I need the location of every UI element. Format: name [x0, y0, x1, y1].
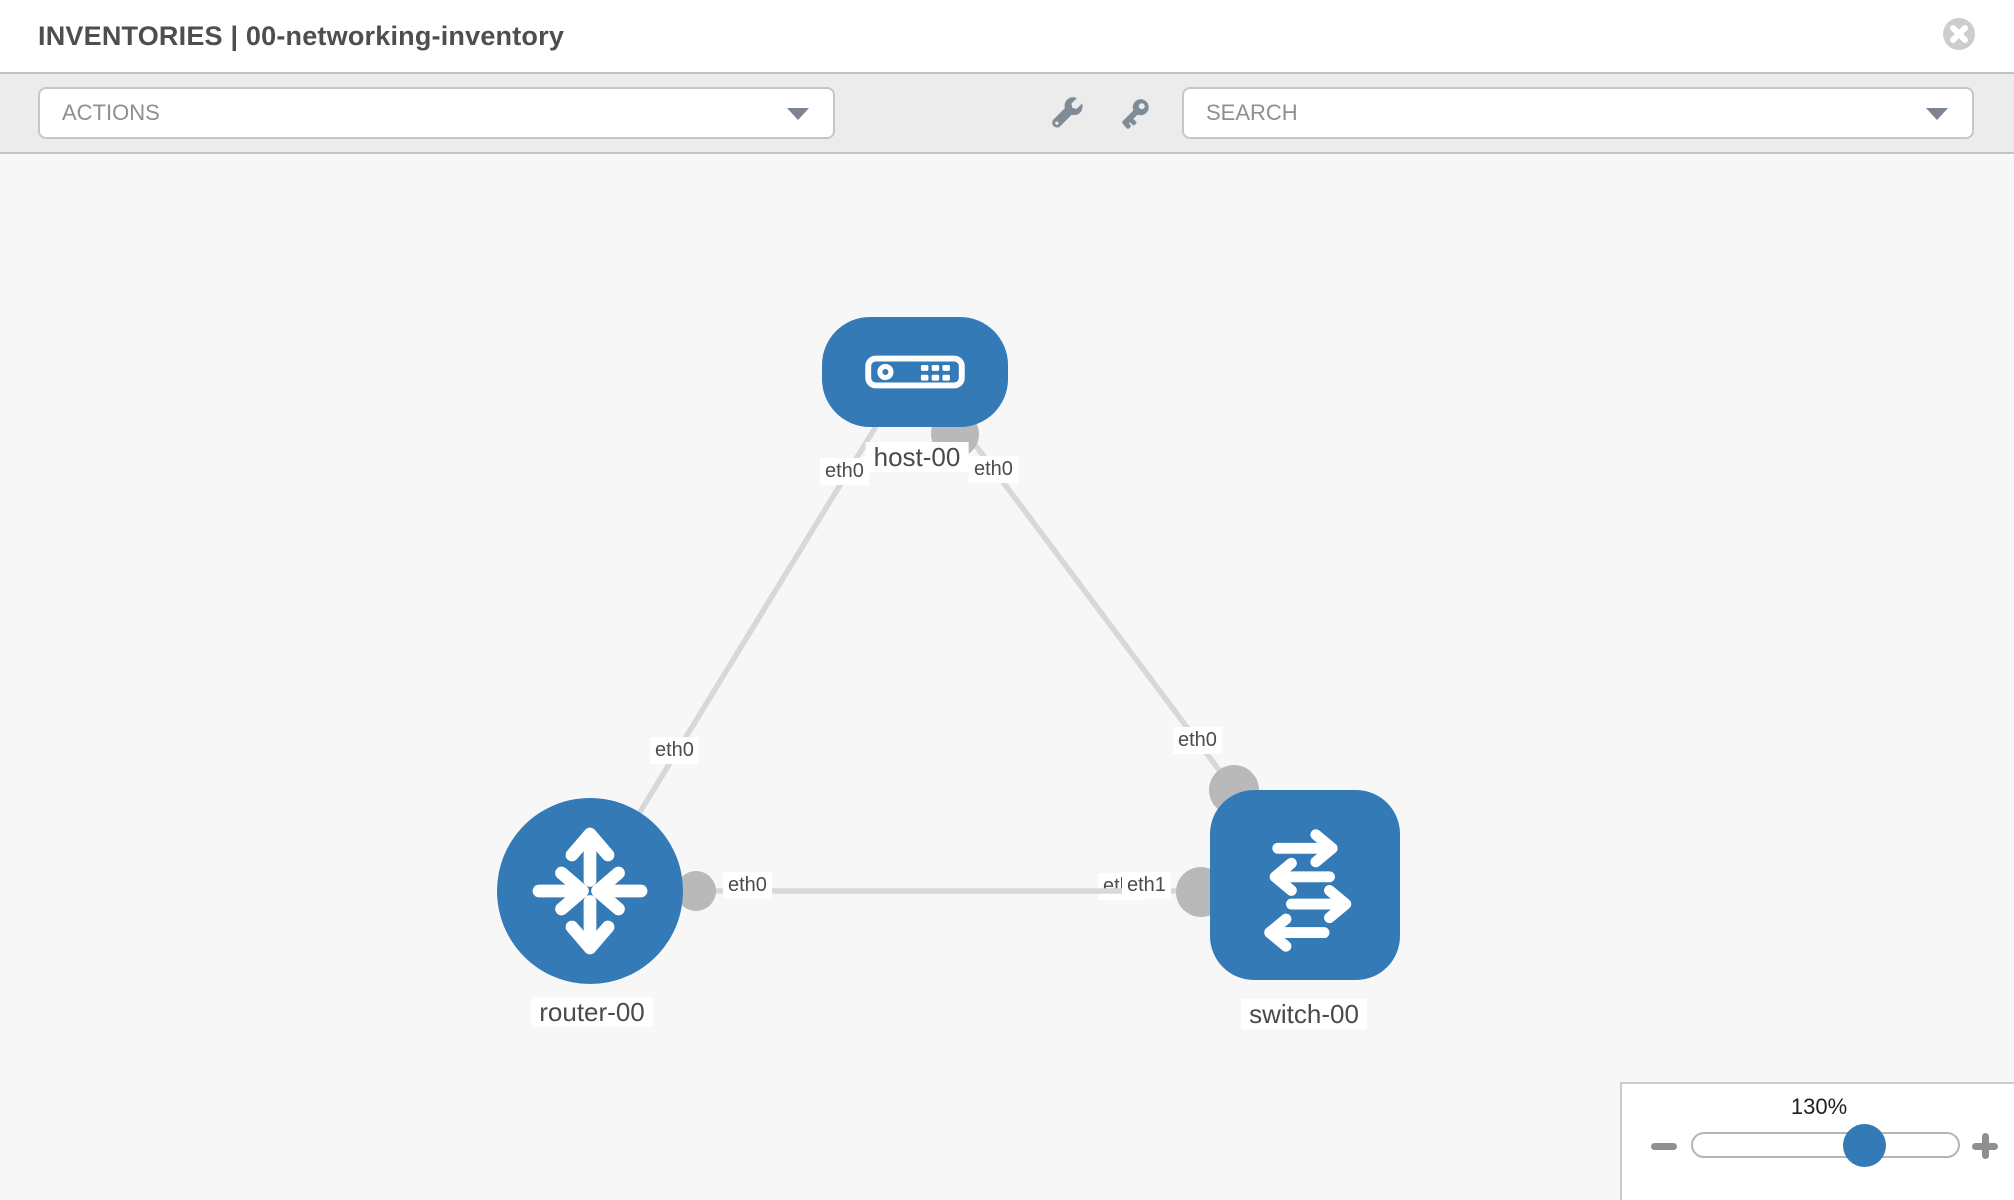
topology-canvas[interactable]: eth0 eth0 eth0 eth0 eth0 eth0 eth1	[0, 154, 2014, 1200]
caret-down-icon	[787, 108, 809, 120]
search-dropdown[interactable]: SEARCH	[1182, 87, 1974, 139]
zoom-in-button[interactable]	[1965, 1126, 2005, 1166]
node-switch-00[interactable]	[1210, 790, 1400, 980]
caret-down-icon	[1926, 108, 1948, 120]
node-label-host: host-00	[865, 442, 969, 472]
header: INVENTORIES | 00-networking-inventory	[0, 0, 2014, 72]
interface-label-router-eth0-a: eth0	[650, 737, 699, 764]
wrench-icon[interactable]	[1048, 96, 1084, 132]
key-icon[interactable]	[1116, 96, 1152, 132]
node-host-00[interactable]	[822, 317, 1008, 427]
zoom-slider-knob[interactable]	[1843, 1124, 1886, 1167]
actions-dropdown[interactable]: ACTIONS	[38, 87, 835, 139]
zoom-out-button[interactable]	[1644, 1126, 1684, 1166]
node-label-switch: switch-00	[1241, 999, 1367, 1029]
switch-arrows-icon	[1264, 829, 1352, 952]
topology-links-layer	[637, 410, 1259, 917]
connector-router-eth0	[676, 871, 716, 911]
host-device-icon	[865, 355, 965, 389]
node-label-router: router-00	[531, 997, 653, 1027]
minus-icon	[1651, 1142, 1677, 1150]
zoom-control-panel: 130%	[1620, 1082, 2014, 1200]
node-router-00[interactable]	[497, 798, 683, 984]
page-title: INVENTORIES | 00-networking-inventory	[38, 21, 565, 51]
interface-label-router-eth0-c: eth0	[723, 872, 772, 899]
interface-label-switch-eth1: eth1	[1122, 872, 1171, 899]
interface-label-host-eth0-a: eth0	[820, 458, 869, 485]
interface-label-switch-eth0-b: eth0	[1173, 727, 1222, 754]
zoom-level-label: 130%	[1790, 1094, 1848, 1119]
close-button[interactable]	[1942, 17, 1976, 51]
interface-label-host-eth0-b: eth0	[969, 456, 1018, 483]
close-icon	[1943, 18, 1975, 50]
actions-dropdown-label: ACTIONS	[62, 100, 160, 125]
search-dropdown-label: SEARCH	[1206, 100, 1298, 125]
toolbar: ACTIONS SEARCH	[0, 72, 2014, 154]
zoom-slider[interactable]	[1691, 1132, 1960, 1158]
router-arrows-icon	[532, 827, 648, 955]
